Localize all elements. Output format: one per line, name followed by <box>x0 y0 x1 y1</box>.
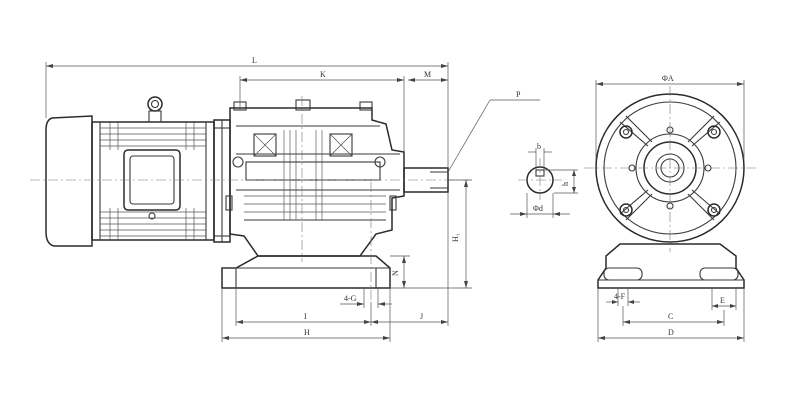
label-b: b <box>537 142 541 151</box>
reducer-housing <box>225 99 405 257</box>
label-I: I <box>304 312 307 321</box>
motor-body <box>91 96 230 241</box>
label-D: D <box>668 328 674 337</box>
adapter-flange <box>213 119 231 243</box>
label-4G: 4-G <box>344 294 357 303</box>
label-J: J <box>420 312 423 321</box>
shaft-end-detail: b h Φd <box>510 142 578 218</box>
label-H: H <box>304 328 310 337</box>
reducer-base <box>221 255 391 289</box>
label-L: L <box>252 56 257 65</box>
label-C: C <box>668 312 673 321</box>
dim-N: N <box>390 255 410 288</box>
dim-J: J <box>371 192 449 326</box>
dim-L: L <box>45 56 449 168</box>
end-view: ΦA 4-F E C D <box>584 74 756 342</box>
dim-M: M <box>408 70 448 82</box>
label-H1: H₁ <box>451 233 460 242</box>
fan-cover <box>45 115 93 247</box>
dim-K: K <box>239 70 405 152</box>
cooling-fins <box>100 127 206 237</box>
label-M: M <box>424 70 431 79</box>
dim-H: H <box>221 288 391 342</box>
leader-P: P <box>447 90 540 173</box>
dim-I: I <box>235 288 372 326</box>
label-A: ΦA <box>662 74 674 83</box>
label-K: K <box>320 70 326 79</box>
label-E: E <box>720 296 725 305</box>
label-d: Φd <box>533 204 543 213</box>
label-P: P <box>516 90 521 99</box>
side-view: L K M P <box>30 56 540 342</box>
label-N: N <box>391 270 400 276</box>
dim-4G: 4-G <box>340 288 392 308</box>
label-h: h <box>561 182 570 186</box>
label-4F: 4-F <box>614 292 626 301</box>
